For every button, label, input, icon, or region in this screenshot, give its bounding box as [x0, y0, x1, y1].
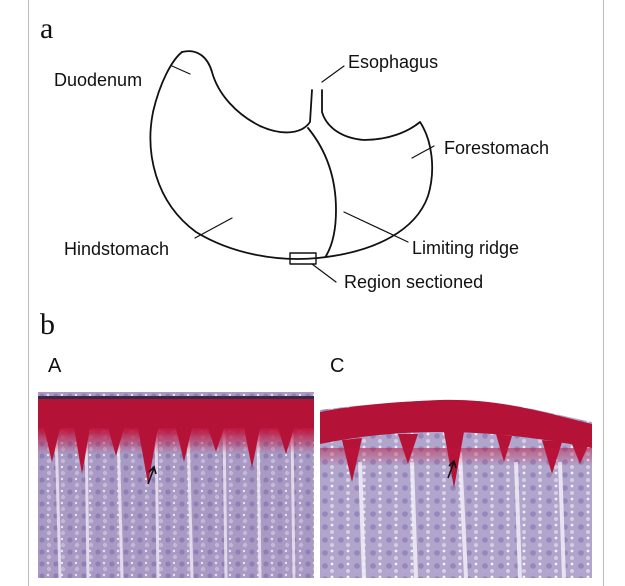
label-limiting-ridge: Limiting ridge [412, 238, 520, 258]
label-esophagus: Esophagus [348, 52, 439, 72]
duodenum-leader [171, 65, 191, 75]
forestomach-leader [411, 145, 435, 159]
panel-b-letter: b [40, 308, 55, 341]
label-forestomach: Forestomach [444, 138, 550, 158]
esophagus-leader [321, 65, 345, 83]
figure-right-border [603, 0, 604, 586]
region-sectioned-leader [311, 263, 337, 283]
stomach-diagram [149, 50, 435, 283]
label-hindstomach: Hindstomach [64, 239, 170, 259]
label-duodenum: Duodenum [54, 70, 143, 90]
stomach-outline [149, 51, 434, 260]
duodenum-outline [181, 50, 313, 134]
micrograph-c-label: C [330, 355, 345, 377]
limiting-ridge-leader [343, 211, 409, 243]
hindstomach-leader [194, 217, 233, 239]
figure-left-border [28, 0, 29, 586]
micrograph-a-label: A [48, 355, 62, 377]
label-region-sectioned: Region sectioned [344, 272, 484, 292]
limiting-ridge-line [307, 127, 337, 257]
panel-a-letter: a [40, 12, 54, 45]
region-sectioned-box [289, 252, 317, 265]
micrograph-a [38, 392, 314, 578]
micrograph-c [320, 392, 592, 578]
